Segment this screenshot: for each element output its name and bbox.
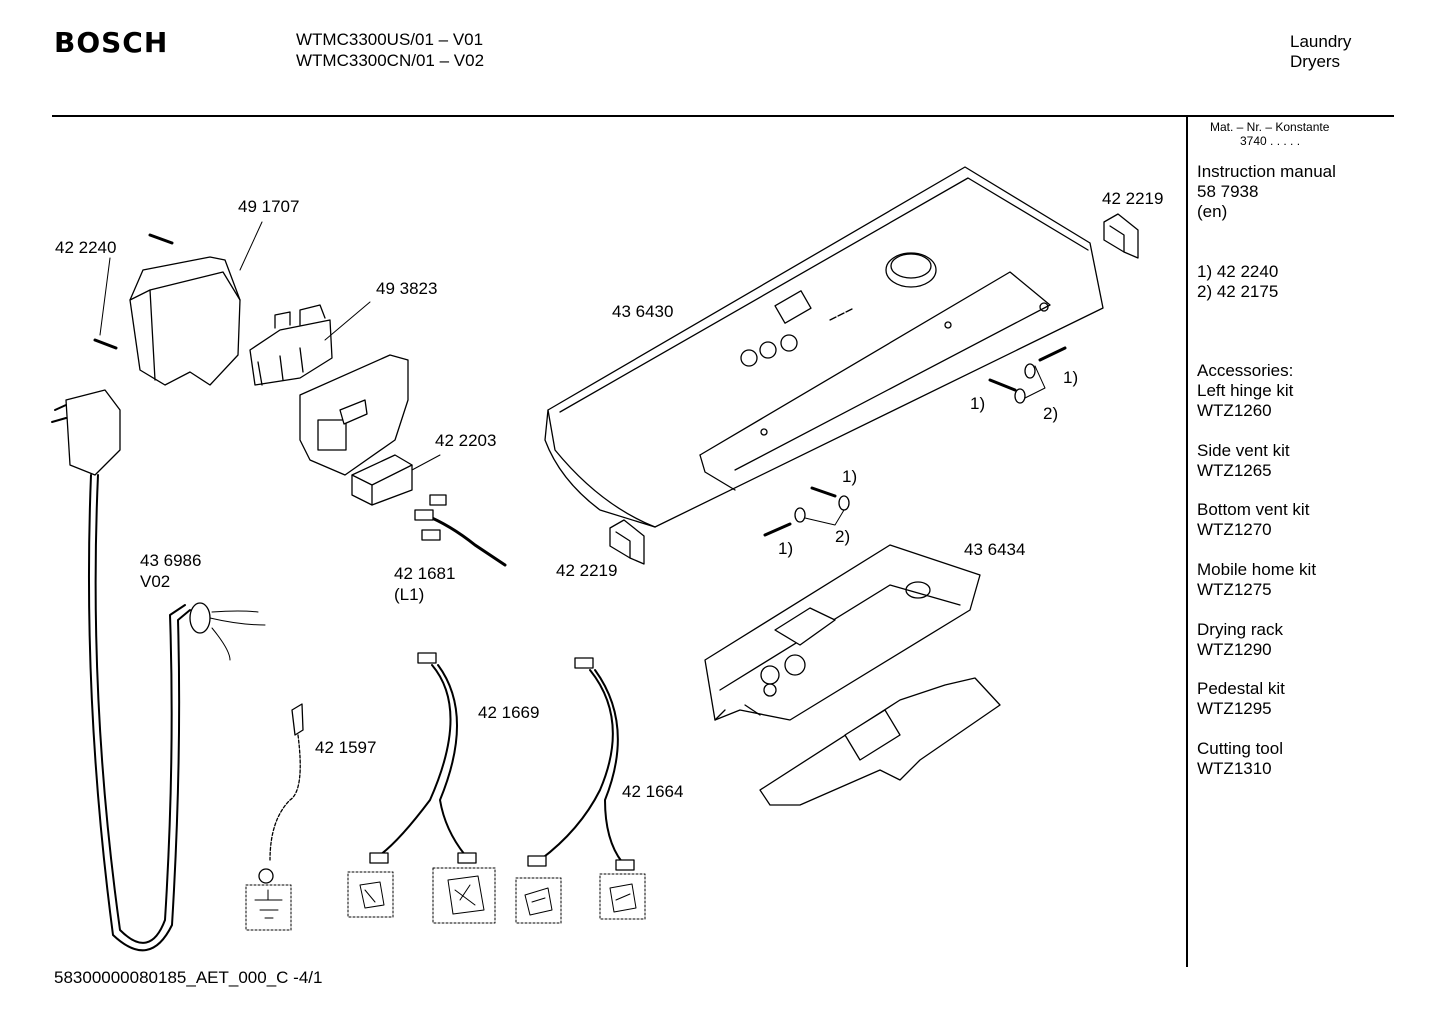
accessory-code: WTZ1260 <box>1197 401 1272 420</box>
part-number: 43 6986 <box>140 551 202 570</box>
mat-label: Mat. – Nr. – Konstante <box>1210 120 1330 134</box>
console-panel <box>545 167 1103 527</box>
label-436434: 43 6434 <box>964 540 1026 559</box>
terminal-block <box>250 305 332 385</box>
note-2-upper: 2) <box>1043 404 1059 423</box>
label-422219-top: 42 2219 <box>1102 189 1164 208</box>
accessory-name: Pedestal kit <box>1197 679 1285 698</box>
accessory-code: WTZ1290 <box>1197 640 1272 659</box>
label-421681: 42 1681 (L1) <box>394 563 455 605</box>
instruction-manual: Instruction manual 58 7938 (en) <box>1197 162 1336 222</box>
category-line-1: Laundry <box>1290 32 1352 51</box>
document-code: 58300000080185_AET_000_C -4/1 <box>54 968 323 987</box>
accessory-cutting-tool: Cutting tool WTZ1310 <box>1197 739 1283 779</box>
footnote-1: 1) 42 2240 <box>1197 262 1279 281</box>
power-cord <box>52 390 265 950</box>
label-421669: 42 1669 <box>478 703 540 722</box>
accessory-name: Mobile home kit <box>1197 560 1317 579</box>
footnote-2: 2) 42 2175 <box>1197 282 1279 301</box>
leader-line <box>325 302 370 340</box>
exploded-parts-diagram <box>0 0 1180 1019</box>
part-variant: V02 <box>140 572 171 591</box>
accessory-mobile-home: Mobile home kit WTZ1275 <box>1197 560 1316 600</box>
footnotes: 1) 42 2240 2) 42 2175 <box>1197 262 1278 302</box>
screw-set-lower <box>765 488 849 535</box>
screw-top <box>150 235 172 243</box>
connector-symbol-glyphs <box>255 876 636 918</box>
label-436986: 43 6986 V02 <box>140 550 201 592</box>
screw-set-upper <box>990 348 1065 403</box>
label-422240: 42 2240 <box>55 238 117 257</box>
accessory-name: Side vent kit <box>1197 441 1290 460</box>
harness-421664 <box>528 658 634 870</box>
accessory-pedestal: Pedestal kit WTZ1295 <box>1197 679 1285 719</box>
note-1-lower-left: 1) <box>778 539 794 558</box>
accessory-code: WTZ1295 <box>1197 699 1272 718</box>
leader-line <box>412 455 440 470</box>
note-2-lower: 2) <box>835 527 851 546</box>
model-line-1: WTMC3300US/01 – V01 <box>296 30 484 49</box>
leader-line <box>100 258 110 335</box>
leader-line <box>240 222 262 270</box>
accessory-name: Cutting tool <box>1197 739 1283 758</box>
label-422203: 42 2203 <box>435 431 497 450</box>
label-422219-bottom: 42 2219 <box>556 561 618 580</box>
screw-bottom <box>95 340 116 348</box>
part-variant: (L1) <box>394 585 425 604</box>
label-491707: 49 1707 <box>238 197 300 216</box>
accessory-drying-rack: Drying rack WTZ1290 <box>1197 620 1283 660</box>
terminal-cover <box>130 257 240 385</box>
instruction-title: Instruction manual <box>1197 162 1336 181</box>
accessories-heading: Accessories: <box>1197 361 1294 380</box>
mounting-plate <box>300 355 408 475</box>
accessory-name: Left hinge kit <box>1197 381 1294 400</box>
instruction-language: (en) <box>1197 202 1228 221</box>
accessory-code: WTZ1310 <box>1197 759 1272 778</box>
part-number: 42 1681 <box>394 564 456 583</box>
accessory-name: Bottom vent kit <box>1197 500 1310 519</box>
ground-wire <box>259 704 303 883</box>
accessory-code: WTZ1265 <box>1197 461 1272 480</box>
hinge-bracket-top <box>1104 214 1138 258</box>
accessory-bottom-vent: Bottom vent kit WTZ1270 <box>1197 500 1309 540</box>
module-bracket <box>760 678 1000 805</box>
note-1-upper-left: 1) <box>970 394 986 413</box>
label-493823: 49 3823 <box>376 279 438 298</box>
electronic-module <box>705 545 980 720</box>
hinge-bracket-bottom <box>610 520 644 564</box>
header-rule <box>52 115 1394 117</box>
wire-harness-l1 <box>415 495 505 565</box>
accessory-side-vent: Side vent kit WTZ1265 <box>1197 441 1290 481</box>
instruction-number: 58 7938 <box>1197 182 1259 201</box>
accessory-code: WTZ1275 <box>1197 580 1272 599</box>
connector-symbols <box>246 868 645 930</box>
note-1-upper-right: 1) <box>1063 368 1079 387</box>
brand-logo: BOSCH <box>54 26 169 59</box>
accessory-name: Drying rack <box>1197 620 1283 639</box>
harness-421669 <box>370 653 476 863</box>
label-421597: 42 1597 <box>315 738 377 757</box>
accessory-left-hinge: Accessories: Left hinge kit WTZ1260 <box>1197 361 1293 421</box>
accessory-code: WTZ1270 <box>1197 520 1272 539</box>
mat-value: 3740 . . . . . <box>1240 134 1301 148</box>
model-line-2: WTMC3300CN/01 – V02 <box>296 51 485 70</box>
label-421664: 42 1664 <box>622 782 684 801</box>
category-line-2: Dryers <box>1290 52 1341 71</box>
label-436430: 43 6430 <box>612 302 674 321</box>
note-1-lower-right: 1) <box>842 467 858 486</box>
sidebar-rule <box>1186 115 1188 967</box>
relay <box>352 455 412 505</box>
